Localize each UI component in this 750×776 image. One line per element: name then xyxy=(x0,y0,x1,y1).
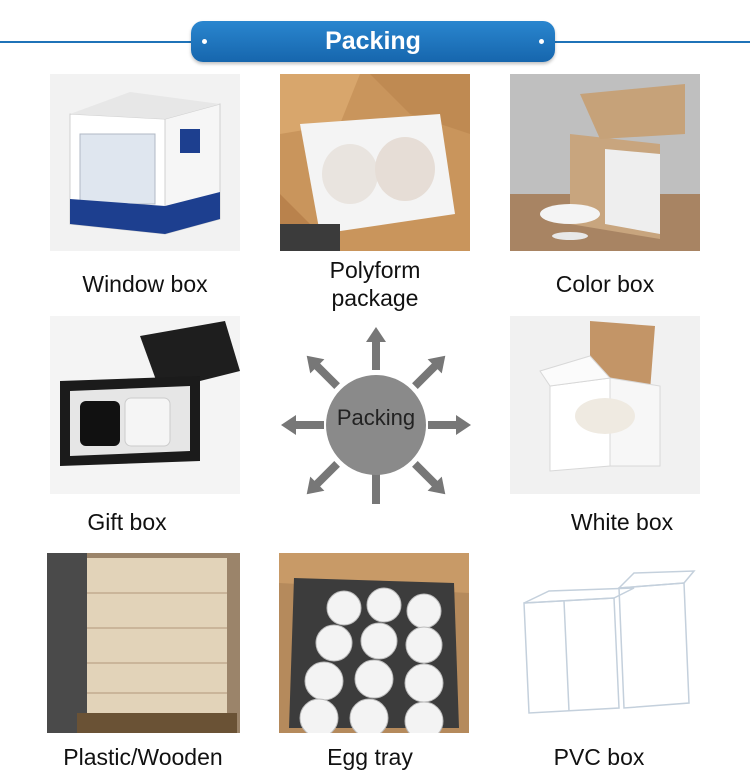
banner-title: Packing xyxy=(325,27,421,55)
banner-dot-right xyxy=(539,39,544,44)
polyform-package-photo xyxy=(280,74,470,251)
section-banner: Packing xyxy=(191,21,555,62)
arrow-down-right-icon xyxy=(412,461,446,495)
arrow-down-left-icon xyxy=(306,461,340,495)
caption-polyform-package: Polyform package xyxy=(275,256,475,312)
caption-pvc-box: PVC box xyxy=(553,744,645,770)
color-box-photo xyxy=(510,74,700,251)
banner-dot-left xyxy=(202,39,207,44)
center-label: Packing xyxy=(336,405,416,430)
caption-plastic-wooden: Plastic/Wooden xyxy=(63,744,223,770)
caption-gift-box: Gift box xyxy=(87,509,167,535)
center-circle xyxy=(326,375,426,475)
caption-polyform-line2: package xyxy=(331,285,419,311)
arrow-down-icon xyxy=(372,474,380,504)
arrow-left-icon xyxy=(281,415,324,435)
arrow-right-icon xyxy=(428,415,471,435)
egg-tray-photo xyxy=(279,553,469,733)
arrow-up-right-icon xyxy=(412,355,446,389)
packing-diagram: Packing xyxy=(276,322,476,512)
caption-window-box: Window box xyxy=(82,271,208,297)
window-box-photo xyxy=(50,74,240,251)
caption-polyform-line1: Polyform xyxy=(329,257,421,283)
caption-color-box: Color box xyxy=(555,271,655,297)
arrow-up-left-icon xyxy=(306,355,340,389)
caption-white-box: White box xyxy=(570,509,674,535)
pallet-photo xyxy=(47,553,240,733)
gift-box-photo xyxy=(50,316,240,494)
white-box-photo xyxy=(510,316,700,494)
caption-egg-tray: Egg tray xyxy=(327,744,413,770)
pvc-box-photo xyxy=(509,553,700,733)
arrow-up-icon xyxy=(366,327,386,370)
